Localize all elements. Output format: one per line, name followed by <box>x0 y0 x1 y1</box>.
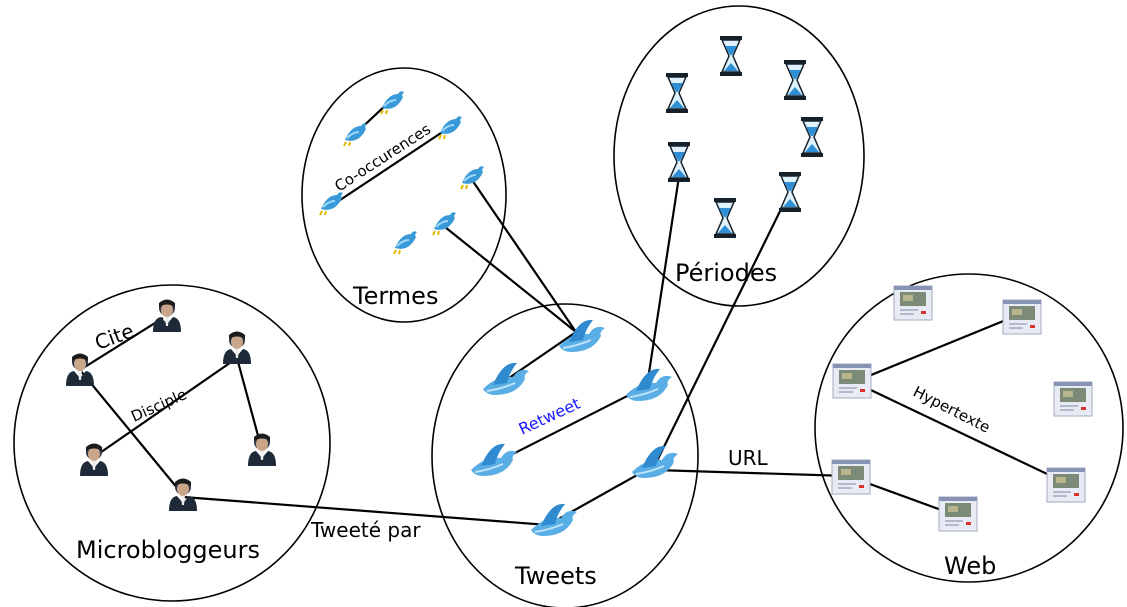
web-page-icon <box>1046 467 1086 503</box>
person-icon <box>66 353 94 386</box>
bird-icon <box>470 442 518 477</box>
bird-icon <box>530 502 578 537</box>
web-page-icon <box>1002 299 1042 335</box>
edge-hypertexte <box>853 381 1067 484</box>
person-icon <box>80 443 108 476</box>
hourglass-icon <box>719 35 743 77</box>
hourglass-icon <box>783 59 807 101</box>
label-microbloggeurs: Microbloggeurs <box>76 536 260 564</box>
edge-term-tweet-1 <box>469 176 577 333</box>
edge-tweet-periode-1 <box>645 169 682 387</box>
edge-tweete-par <box>182 495 549 527</box>
label-cooccurences: Co-occurences <box>331 120 434 195</box>
edge-disciple <box>93 357 238 458</box>
bird-icon <box>343 122 368 147</box>
hourglass-icon <box>713 197 737 239</box>
edge-retweet-2 <box>496 385 648 463</box>
bird-icon <box>482 361 530 396</box>
edge-retweet-1 <box>508 331 577 379</box>
edge-person-person <box>235 357 262 444</box>
cluster-web <box>814 273 1124 583</box>
label-termes: Termes <box>352 282 438 310</box>
bird-icon <box>380 90 405 115</box>
web-page-icon <box>831 459 871 495</box>
label-retweet: Retweet <box>516 394 583 439</box>
hourglass-icon <box>665 72 689 114</box>
label-cite: Cite <box>92 319 137 355</box>
edge-web-1 <box>853 313 1019 384</box>
bird-icon <box>432 211 457 236</box>
hourglass-icon <box>800 116 824 158</box>
person-icon <box>153 299 181 332</box>
web-page-icon <box>1053 381 1093 417</box>
web-page-icon <box>832 363 872 399</box>
person-icon <box>248 433 276 466</box>
edges <box>79 101 1067 527</box>
tweet-nodes <box>470 318 679 537</box>
bird-icon <box>393 230 418 255</box>
periode-nodes <box>665 35 824 239</box>
bird-icon <box>438 115 463 140</box>
bird-icon <box>625 367 673 402</box>
person-icon <box>223 331 251 364</box>
bird-icon <box>460 165 485 190</box>
label-web: Web <box>944 552 996 580</box>
label-tweets: Tweets <box>514 562 597 590</box>
edge-cite <box>79 317 164 371</box>
bird-icon <box>631 444 679 479</box>
label-disciple: Disciple <box>128 385 189 425</box>
label-periodes: Périodes <box>675 259 777 287</box>
edge-cooccurence-2 <box>330 126 451 207</box>
cluster-periodes <box>613 5 865 307</box>
bird-icon <box>319 191 344 216</box>
hourglass-icon <box>778 171 802 213</box>
edge-term-tweet-2 <box>439 222 577 333</box>
cluster-termes <box>301 67 507 323</box>
web-page-icon <box>893 285 933 321</box>
label-tweete-par: Tweeté par <box>310 518 421 542</box>
edge-url <box>654 468 849 478</box>
cluster-microbloggeurs <box>13 284 331 602</box>
label-url: URL <box>728 446 769 470</box>
cluster-tweets <box>431 303 699 607</box>
edge-person-person-2 <box>79 369 184 496</box>
web-page-icon <box>938 496 978 532</box>
hourglass-icon <box>667 141 691 183</box>
